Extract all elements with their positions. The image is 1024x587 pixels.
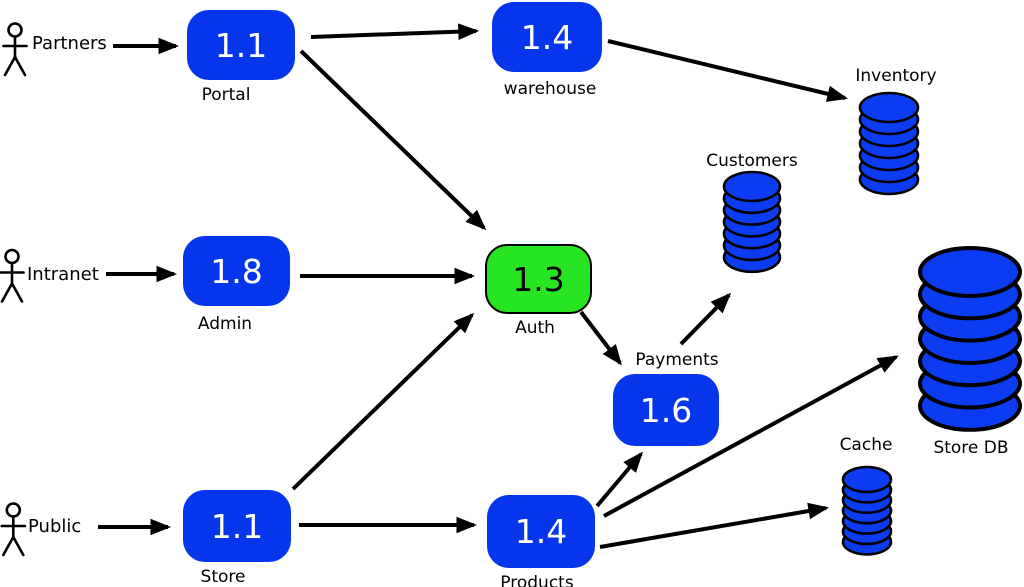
- datastore-cache: [841, 465, 893, 556]
- flow-payments-customers: [679, 292, 732, 346]
- process-warehouse-number: 1.4: [520, 17, 574, 57]
- datastore-inventory-label: Inventory: [855, 66, 937, 86]
- process-admin-number: 1.8: [210, 251, 263, 291]
- flow-products-cache: [599, 502, 830, 549]
- flow-products-payments: [595, 451, 644, 508]
- datastore-store-db-label: Store DB: [933, 438, 1009, 458]
- process-auth: 1.3: [485, 244, 592, 314]
- process-products-label: Products: [500, 573, 574, 587]
- process-portal-number: 1.1: [214, 25, 268, 65]
- process-payments-number: 1.6: [639, 390, 693, 430]
- process-warehouse: 1.4: [492, 2, 602, 72]
- process-store-number: 1.1: [210, 506, 264, 546]
- process-warehouse-label: warehouse: [503, 79, 597, 99]
- process-payments-label: Payments: [635, 350, 719, 370]
- process-portal: 1.1: [187, 10, 295, 80]
- actor-intranet-label: Intranet: [27, 264, 99, 285]
- flow-warehouse-inventory: [607, 39, 849, 102]
- process-admin-label: Admin: [197, 314, 253, 334]
- actor-intranet-icon: [0, 248, 25, 303]
- process-portal-label: Portal: [201, 85, 251, 105]
- process-admin: 1.8: [183, 236, 290, 306]
- process-auth-label: Auth: [515, 318, 555, 338]
- process-products: 1.4: [487, 495, 595, 568]
- actor-public-label: Public: [28, 516, 82, 537]
- process-auth-number: 1.3: [512, 259, 565, 299]
- datastore-inventory: [858, 91, 920, 196]
- actor-partners-icon: [2, 22, 28, 77]
- datastore-cache-label: Cache: [839, 435, 893, 455]
- datastore-customers: [722, 170, 782, 274]
- datastore-store-db: [918, 246, 1022, 432]
- process-payments: 1.6: [613, 374, 719, 446]
- actor-public-icon: [0, 502, 27, 557]
- actor-partners-label: Partners: [32, 33, 107, 54]
- flow-products-storedb: [603, 355, 899, 518]
- datastore-customers-label: Customers: [706, 151, 798, 171]
- flow-store-auth: [291, 312, 475, 491]
- flow-portal-auth: [299, 49, 487, 231]
- flow-portal-warehouse: [310, 23, 480, 40]
- process-store-label: Store: [200, 567, 246, 587]
- process-store: 1.1: [183, 490, 291, 562]
- process-products-number: 1.4: [514, 512, 568, 551]
- flow-auth-payments: [579, 310, 622, 366]
